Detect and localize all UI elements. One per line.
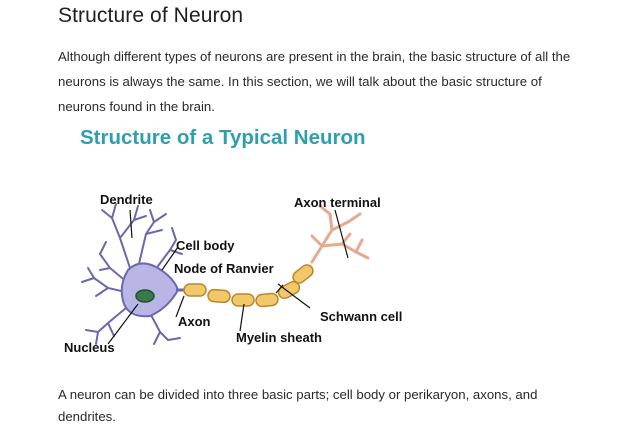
intro-paragraph: Although different types of neurons are … bbox=[58, 49, 571, 114]
outro-paragraph: A neuron can be divided into three basic… bbox=[58, 387, 538, 424]
label-myelin-sheath: Myelin sheath bbox=[236, 330, 322, 345]
axon-terminal-branches bbox=[310, 204, 370, 264]
label-node-of-ranvier: Node of Ranvier bbox=[174, 261, 274, 276]
neuron-figure: Structure of a Typical Neuron bbox=[50, 118, 450, 368]
label-schwann-cell: Schwann cell bbox=[320, 309, 402, 324]
myelin-sheath-segments bbox=[183, 264, 314, 308]
label-axon: Axon bbox=[178, 314, 211, 329]
figure-title: Structure of a Typical Neuron bbox=[80, 126, 366, 149]
label-nucleus: Nucleus bbox=[64, 340, 115, 355]
page-title: Structure of Neuron bbox=[58, 4, 244, 27]
dendrites bbox=[81, 203, 183, 345]
neuron-diagram: Dendrite Axon terminal Cell body Node of… bbox=[64, 192, 402, 355]
label-dendrite: Dendrite bbox=[100, 192, 153, 207]
nucleus-shape bbox=[135, 289, 155, 303]
cell-body-shape bbox=[120, 262, 180, 318]
label-axon-terminal: Axon terminal bbox=[294, 195, 381, 210]
label-cell-body: Cell body bbox=[176, 238, 235, 253]
